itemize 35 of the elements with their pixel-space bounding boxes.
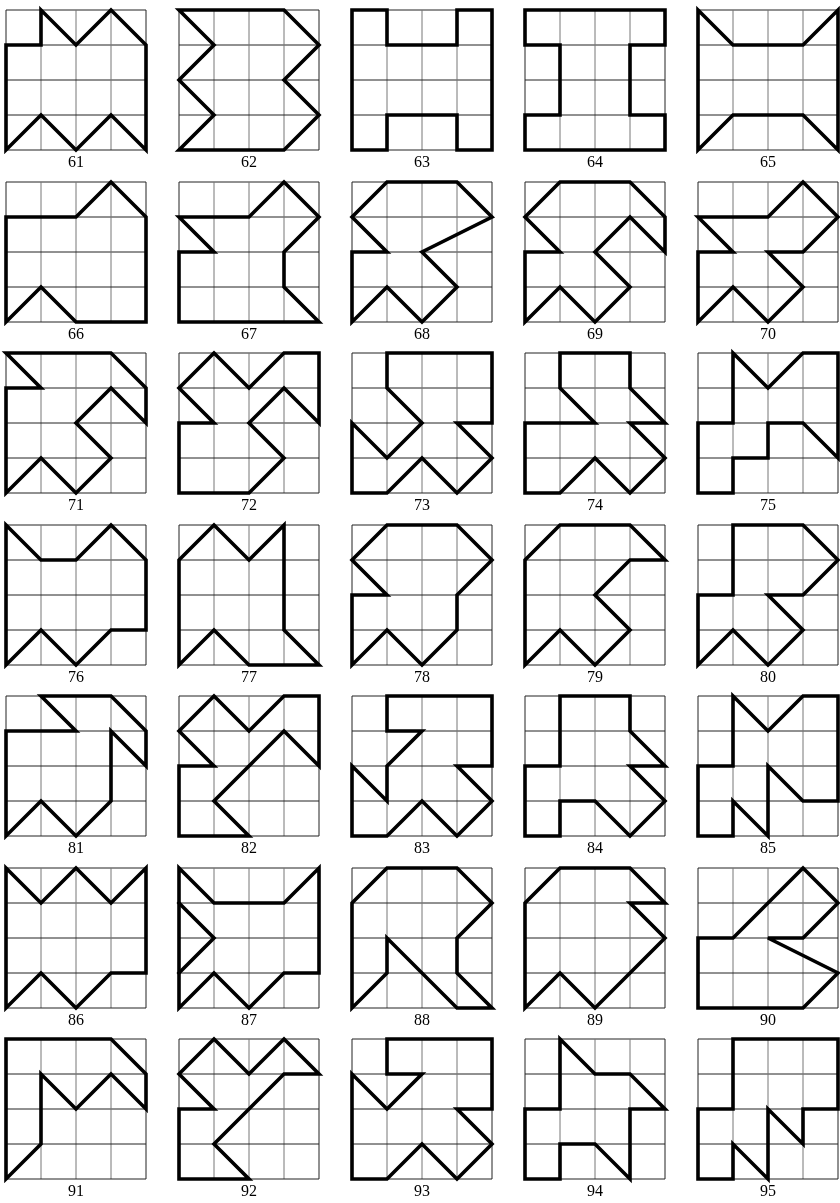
figure-number: 85 (759, 839, 777, 857)
figure-number: 93 (413, 1182, 431, 1200)
figure-number: 76 (67, 667, 85, 686)
figure-number: 81 (67, 839, 85, 857)
figure-number: 95 (759, 1182, 777, 1200)
figure-number: 69 (586, 324, 604, 343)
figure-number: 84 (586, 839, 604, 857)
figure-number: 83 (413, 839, 431, 857)
figure-number: 71 (67, 496, 85, 514)
figure-number: 91 (67, 1182, 85, 1200)
figure-number: 61 (67, 153, 85, 171)
figure-number: 94 (586, 1182, 604, 1200)
figure-number: 79 (586, 667, 604, 686)
figure-number: 74 (586, 496, 604, 514)
figure-number: 89 (586, 1010, 604, 1029)
figure-number: 78 (413, 667, 431, 686)
figure-number: 77 (240, 667, 258, 686)
figure-number: 90 (759, 1010, 777, 1029)
figure-number: 88 (413, 1010, 431, 1029)
figure-number: 73 (413, 496, 431, 514)
figure-number: 75 (759, 496, 777, 514)
figure-number: 86 (67, 1010, 85, 1029)
figure-number: 87 (240, 1010, 258, 1029)
figure-number: 66 (67, 324, 85, 343)
figure-number: 72 (240, 496, 258, 514)
figure-number: 64 (586, 153, 604, 171)
figure-number: 70 (759, 324, 777, 343)
figure-number: 92 (240, 1182, 258, 1200)
figure-number: 82 (240, 839, 258, 857)
figure-number: 65 (759, 153, 777, 171)
figure-number: 68 (413, 324, 431, 343)
figure-number: 63 (413, 153, 431, 171)
figure-number: 62 (240, 153, 258, 171)
figure-number: 67 (240, 324, 258, 343)
figure-number: 80 (759, 667, 777, 686)
